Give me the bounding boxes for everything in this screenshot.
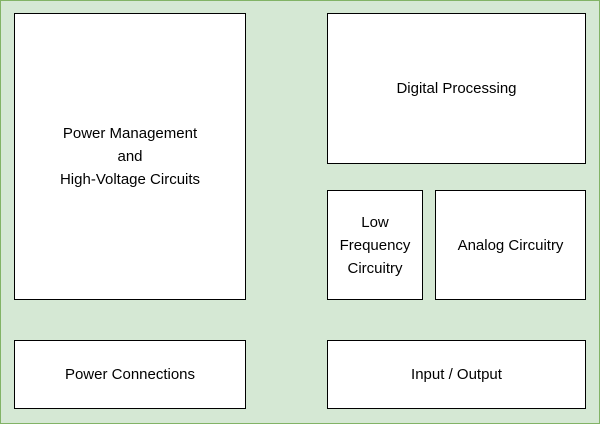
label-line: Low <box>361 213 389 231</box>
digital-processing-label: Digital Processing <box>396 77 516 100</box>
power-connections-block: Power Connections <box>14 340 246 409</box>
label-line: Frequency <box>339 236 411 254</box>
power-management-label: Power Management and High-Voltage Circui… <box>60 122 200 191</box>
label-line: Power Management <box>62 125 198 142</box>
digital-processing-block: Digital Processing <box>327 13 586 164</box>
analog-circuitry-label: Analog Circuitry <box>458 234 564 257</box>
label-line: and <box>117 148 143 165</box>
label-line: Circuitry <box>347 259 403 277</box>
label-line: Digital Processing <box>396 80 517 97</box>
label-line: Input / Output <box>411 366 502 383</box>
label-line: High-Voltage Circuits <box>59 171 201 188</box>
label-line: Analog Circuitry <box>457 236 564 254</box>
input-output-block: Input / Output <box>327 340 586 409</box>
low-frequency-circuitry-label: Low Frequency Circuitry <box>340 211 411 280</box>
power-management-block: Power Management and High-Voltage Circui… <box>14 13 246 300</box>
low-frequency-circuitry-block: Low Frequency Circuitry <box>327 190 423 300</box>
analog-circuitry-block: Analog Circuitry <box>435 190 586 300</box>
power-connections-label: Power Connections <box>65 363 195 386</box>
input-output-label: Input / Output <box>411 363 502 386</box>
label-line: Power Connections <box>64 366 196 383</box>
